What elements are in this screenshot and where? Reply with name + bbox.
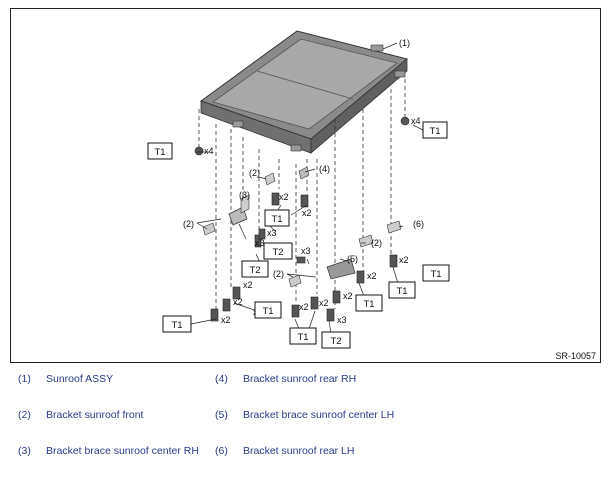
- svg-text:T2: T2: [272, 247, 283, 258]
- svg-text:T1: T1: [430, 269, 441, 280]
- alignment-lines: [198, 79, 406, 309]
- legend-num: (5): [215, 409, 228, 421]
- svg-text:T1: T1: [171, 320, 182, 331]
- bolt-icon: [296, 256, 306, 264]
- quantity-label: x3: [337, 315, 347, 325]
- quantity-label: x2: [302, 208, 312, 218]
- callout-4: (4): [319, 164, 330, 174]
- callout-2: (2): [183, 219, 194, 229]
- legend-num: (3): [18, 445, 31, 457]
- legend-num: (6): [215, 445, 228, 457]
- callout-6: (6): [413, 219, 424, 229]
- bolts: [194, 116, 410, 322]
- quantity-label: x2: [233, 297, 243, 307]
- quantity-label: x2: [343, 291, 353, 301]
- torque-box-t1: T1: [388, 281, 416, 299]
- quantity-label: x2: [319, 298, 329, 308]
- svg-text:T1: T1: [154, 147, 165, 158]
- legend-text: Sunroof ASSY: [46, 373, 114, 385]
- bolt-icon: [210, 308, 219, 322]
- legend-text: Bracket brace sunroof center RH: [46, 445, 199, 457]
- bolt-icon: [356, 270, 365, 284]
- legend-text: Bracket sunroof rear RH: [243, 373, 357, 385]
- bolt-icon: [194, 146, 204, 156]
- bolt-icon: [300, 194, 309, 208]
- torque-box-t1: T1: [147, 142, 173, 160]
- legend-text: Bracket sunroof rear LH: [243, 445, 355, 457]
- torque-box-t1: T1: [355, 294, 383, 312]
- legend-text: Bracket brace sunroof center LH: [243, 409, 395, 421]
- quantity-label: x3: [267, 228, 277, 238]
- bracket-parts: [202, 166, 402, 288]
- bolt-icon: [258, 228, 266, 240]
- quantity-label: x2: [367, 271, 377, 281]
- bolt-icon: [310, 296, 319, 310]
- torque-box-t1: T1: [254, 301, 282, 319]
- quantity-label: x2: [279, 192, 289, 202]
- torque-box-t1: T1: [162, 315, 192, 333]
- svg-text:T2: T2: [330, 336, 341, 347]
- svg-text:T1: T1: [297, 332, 308, 343]
- quantity-label: x3: [255, 238, 265, 248]
- quantity-label: x4: [411, 116, 421, 126]
- callout-3: (3): [239, 190, 250, 200]
- torque-box-t1: T1: [289, 327, 317, 345]
- callout-5: (5): [347, 254, 358, 264]
- bolt-icon: [332, 290, 341, 304]
- legend-num: (2): [18, 409, 31, 421]
- callout-2: (2): [249, 168, 260, 178]
- bolt-icon: [254, 234, 262, 248]
- torque-box-t1: T1: [264, 209, 290, 227]
- callouts: (1) (2) (4) (3) (2) (6) (2) (5) (2): [183, 38, 424, 279]
- svg-text:T1: T1: [396, 286, 407, 297]
- leader-lines: [190, 42, 424, 334]
- svg-text:T1: T1: [271, 214, 282, 225]
- bolt-icon: [232, 286, 241, 300]
- callout-2: (2): [273, 269, 284, 279]
- exploded-diagram: (1) (2) (4) (3) (2) (6) (2) (5) (2) x4 x…: [10, 8, 601, 363]
- callout-1: (1): [399, 38, 410, 48]
- svg-text:T1: T1: [363, 299, 374, 310]
- quantity-label: x2: [299, 302, 309, 312]
- svg-text:T1: T1: [429, 126, 440, 137]
- svg-text:T1: T1: [262, 306, 273, 317]
- torque-box-t2: T2: [241, 260, 269, 278]
- torque-box-t1: T1: [422, 264, 450, 282]
- bolt-icon: [271, 192, 280, 206]
- bolt-icon: [326, 308, 335, 322]
- svg-text:T2: T2: [249, 265, 260, 276]
- bolt-icon: [389, 254, 398, 268]
- parts-legend: (1) Sunroof ASSY (2) Bracket sunroof fro…: [0, 365, 608, 480]
- quantity-label: x2: [243, 280, 253, 290]
- torque-box-t2: T2: [263, 242, 293, 260]
- legend-num: (1): [18, 373, 31, 385]
- sunroof-assy-drawing: [199, 30, 409, 154]
- quantity-label: x2: [221, 315, 231, 325]
- torque-box-t2: T2: [321, 331, 351, 349]
- torque-box-t1: T1: [422, 121, 448, 139]
- bolt-icon: [291, 304, 300, 318]
- torque-boxes: T1 T1 T1 T2 T2 T1: [147, 121, 450, 349]
- legend-text: Bracket sunroof front: [46, 409, 144, 421]
- figure-code: SR-10057: [555, 351, 596, 361]
- bolt-icon: [222, 298, 231, 312]
- diagram-canvas: (1) (2) (4) (3) (2) (6) (2) (5) (2) x4 x…: [147, 30, 596, 361]
- callout-2: (2): [371, 238, 382, 248]
- quantity-label: x3: [301, 246, 311, 256]
- quantity-label: x2: [399, 255, 409, 265]
- bolt-icon: [400, 116, 410, 126]
- quantity-label: x4: [204, 146, 214, 156]
- legend-num: (4): [215, 373, 228, 385]
